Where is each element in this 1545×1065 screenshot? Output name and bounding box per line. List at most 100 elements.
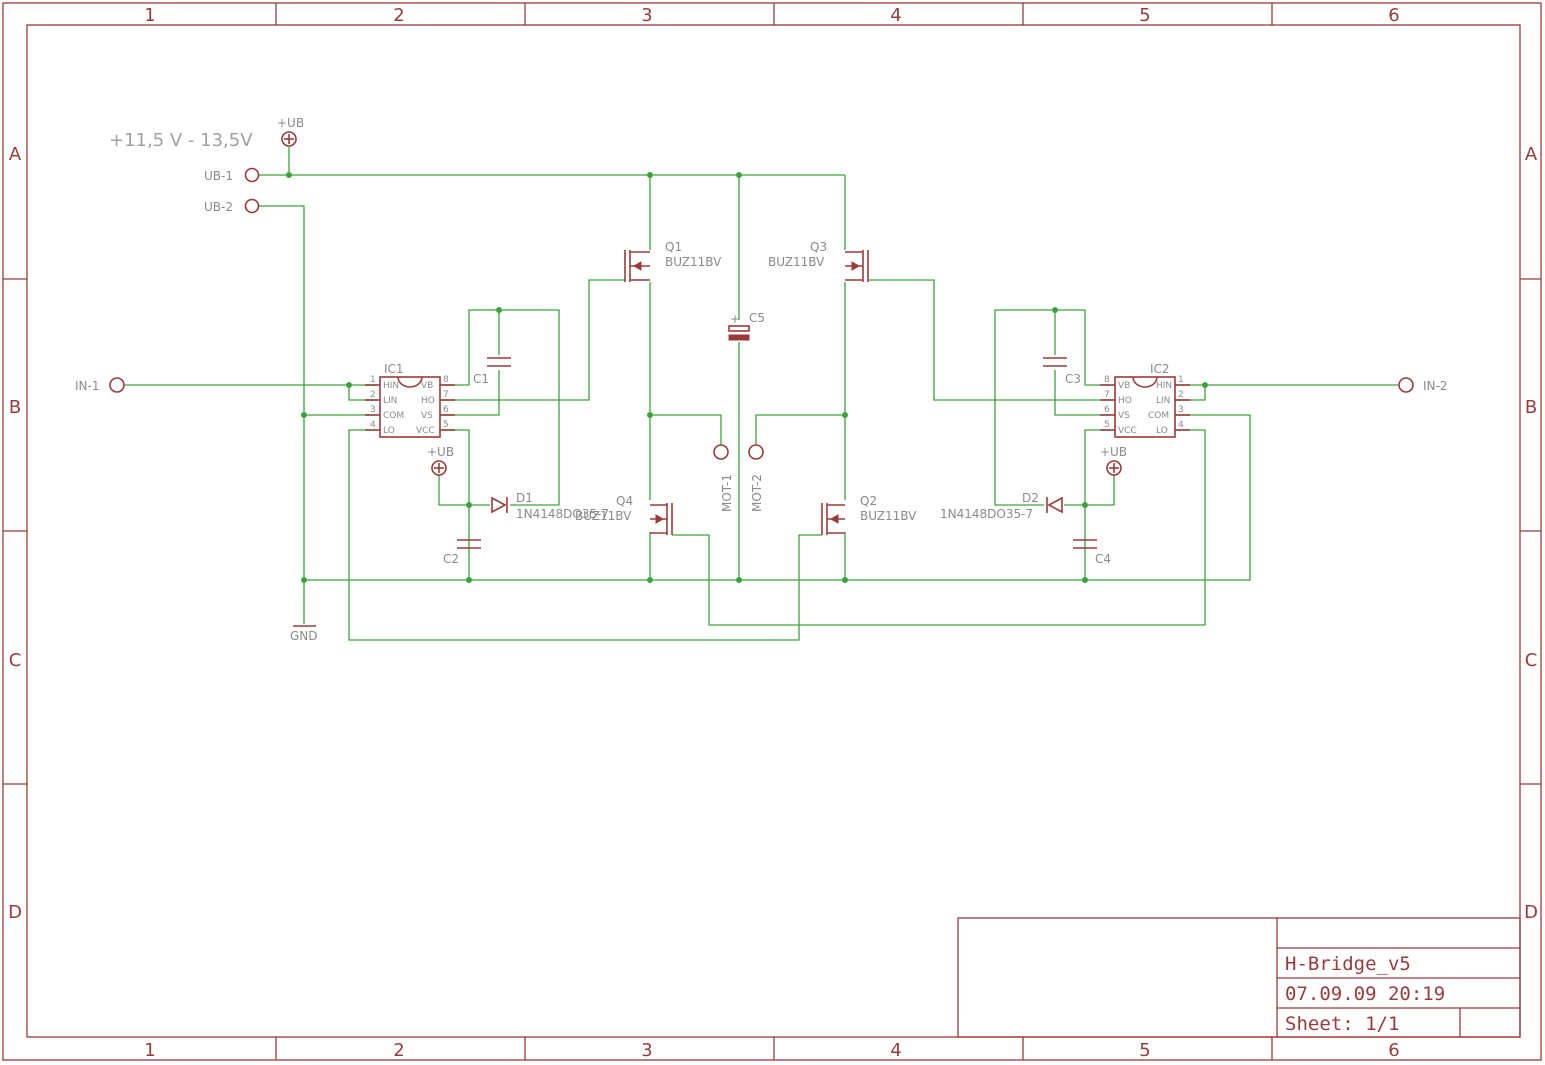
- mosfet-q1: Q1 BUZ11BV: [624, 240, 722, 282]
- d2-label: D2: [1022, 491, 1039, 505]
- column-label: 6: [1388, 1040, 1399, 1061]
- ub2-label: UB-2: [204, 200, 233, 214]
- drawing-date: 07.09.09 20:19: [1285, 983, 1445, 1005]
- pin-name: HO: [421, 396, 435, 406]
- connector-mot2: MOT-2: [748, 444, 764, 512]
- pin-name: VB: [1118, 381, 1130, 391]
- row-label: C: [1525, 650, 1538, 671]
- capacitor-c2: C2: [443, 539, 481, 566]
- pin-name: COM: [1148, 411, 1169, 421]
- pin-number: 8: [443, 375, 449, 385]
- row-label: A: [1525, 144, 1538, 165]
- mot1-label: MOT-1: [720, 474, 734, 512]
- pin-name: COM: [383, 411, 404, 421]
- q4-label: Q4: [616, 494, 633, 508]
- column-label: 4: [890, 1040, 901, 1061]
- pin-name: HIN: [383, 381, 399, 391]
- ic2-label: IC2: [1150, 362, 1170, 376]
- pin-number: 2: [1178, 390, 1184, 400]
- pin-number: 3: [370, 405, 376, 415]
- pin-name: VCC: [1118, 426, 1137, 436]
- drawing-title: H-Bridge_v5: [1285, 953, 1411, 975]
- mosfet-q3: Q3 BUZ11BV: [768, 240, 869, 282]
- row-label: A: [9, 144, 22, 165]
- mot2-label: MOT-2: [750, 474, 764, 512]
- q3-label: Q3: [810, 240, 827, 254]
- pin-name: VS: [421, 411, 433, 421]
- row-label: D: [1524, 902, 1538, 923]
- column-label: 1: [144, 1040, 155, 1061]
- column-label: 6: [1388, 5, 1399, 26]
- ub-local-label: +UB: [427, 445, 454, 459]
- pin-name: LIN: [1156, 396, 1170, 406]
- pin-number: 1: [1178, 375, 1184, 385]
- row-label: B: [1525, 397, 1537, 418]
- column-dividers: [275, 3, 1273, 1060]
- pin-name: LO: [1156, 426, 1168, 436]
- pin-name: VCC: [416, 426, 435, 436]
- column-label: 5: [1139, 5, 1150, 26]
- d1-label: D1: [516, 491, 533, 505]
- supply-voltage-note: +11,5 V - 13,5V: [109, 130, 253, 151]
- capacitor-c3: C3: [1043, 357, 1081, 386]
- column-labels-top: 1 2 3 4 5 6: [144, 5, 1399, 26]
- row-labels-left: A B C D: [8, 144, 22, 923]
- junction-dots: [286, 172, 1208, 583]
- pin-number: 4: [370, 420, 376, 430]
- connector-in2: IN-2: [1398, 377, 1447, 393]
- in2-label: IN-2: [1423, 379, 1447, 393]
- mosfet-q4: Q4 BUZ11BV: [575, 494, 673, 535]
- c5-polarity: +: [730, 312, 740, 326]
- ground-symbol: GND: [290, 625, 318, 643]
- q3-value: BUZ11BV: [768, 255, 825, 269]
- pin-name: LIN: [383, 396, 397, 406]
- row-label: C: [9, 650, 22, 671]
- pin-number: 5: [443, 420, 449, 430]
- c1-label: C1: [473, 372, 489, 386]
- connector-in1: IN-1: [75, 377, 125, 393]
- in1-label: IN-1: [75, 379, 99, 393]
- capacitor-c1: C1: [473, 357, 511, 386]
- pin-number: 7: [1104, 390, 1110, 400]
- ub-label: +UB: [277, 116, 304, 130]
- sheet-number: Sheet: 1/1: [1285, 1013, 1399, 1035]
- row-dividers: [3, 278, 1541, 785]
- column-label: 2: [393, 1040, 404, 1061]
- row-labels-right: A B C D: [1524, 144, 1538, 923]
- pin-number: 6: [443, 405, 449, 415]
- q2-label: Q2: [860, 494, 877, 508]
- gnd-label: GND: [290, 629, 318, 643]
- ic1-driver: IC1 HIN LIN COM LO VB HO VS VCC 1 2 3 4 …: [365, 362, 455, 438]
- diode-d2: D2 1N4148DO35-7: [940, 491, 1063, 521]
- ub1-label: UB-1: [204, 169, 233, 183]
- capacitor-c4: C4: [1073, 539, 1111, 566]
- column-label: 4: [890, 5, 901, 26]
- connector-ub2: UB-2: [204, 198, 260, 214]
- pin-number: 5: [1104, 420, 1110, 430]
- column-label: 3: [641, 1040, 652, 1061]
- pin-number: 6: [1104, 405, 1110, 415]
- column-label: 2: [393, 5, 404, 26]
- c5-label: C5: [749, 311, 765, 325]
- capacitor-c5: + C5: [728, 311, 765, 341]
- connector-ub1: UB-1: [204, 167, 260, 183]
- pin-number: 1: [370, 375, 376, 385]
- diode-d1: D1 1N4148DO35-7: [491, 491, 609, 521]
- wires: [125, 147, 1398, 641]
- c4-label: C4: [1095, 552, 1111, 566]
- d2-value: 1N4148DO35-7: [940, 507, 1033, 521]
- d1-value: 1N4148DO35-7: [516, 507, 609, 521]
- ub-local-label: +UB: [1100, 445, 1127, 459]
- c2-label: C2: [443, 552, 459, 566]
- supply-symbol-ub: +UB: [277, 116, 304, 147]
- q1-value: BUZ11BV: [665, 255, 722, 269]
- pin-name: HIN: [1156, 381, 1172, 391]
- column-labels-bottom: 1 2 3 4 5 6: [144, 1040, 1399, 1061]
- pin-number: 2: [370, 390, 376, 400]
- pin-name: VS: [1118, 411, 1130, 421]
- ic2-driver: IC2 VB HO VS VCC HIN LIN COM LO 8 7 6 5 …: [1100, 362, 1190, 438]
- c3-label: C3: [1065, 372, 1081, 386]
- column-label: 5: [1139, 1040, 1150, 1061]
